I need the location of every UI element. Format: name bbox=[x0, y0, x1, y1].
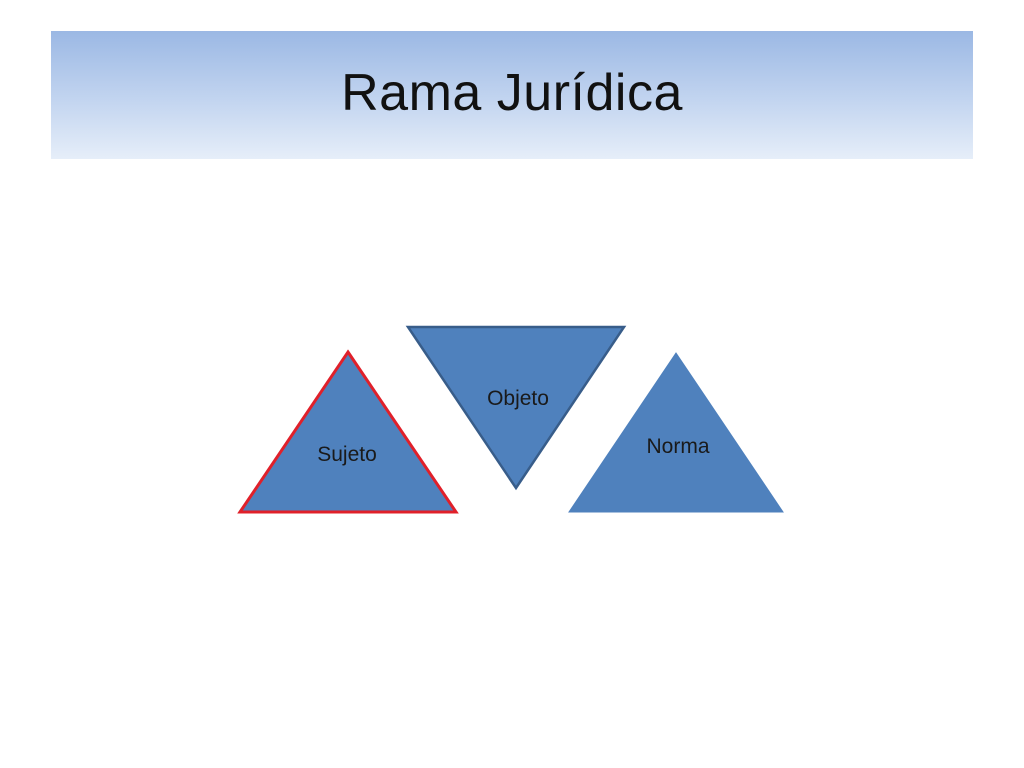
sujeto-label: Sujeto bbox=[317, 443, 377, 466]
objeto-label: Objeto bbox=[487, 387, 549, 410]
objeto-triangle[interactable] bbox=[405, 325, 627, 491]
slide-title: Rama Jurídica bbox=[341, 64, 683, 122]
norma-label: Norma bbox=[646, 435, 709, 458]
sujeto-triangle[interactable] bbox=[237, 349, 459, 514]
norma-triangle[interactable] bbox=[568, 352, 784, 513]
title-bar: Rama Jurídica bbox=[51, 31, 973, 159]
